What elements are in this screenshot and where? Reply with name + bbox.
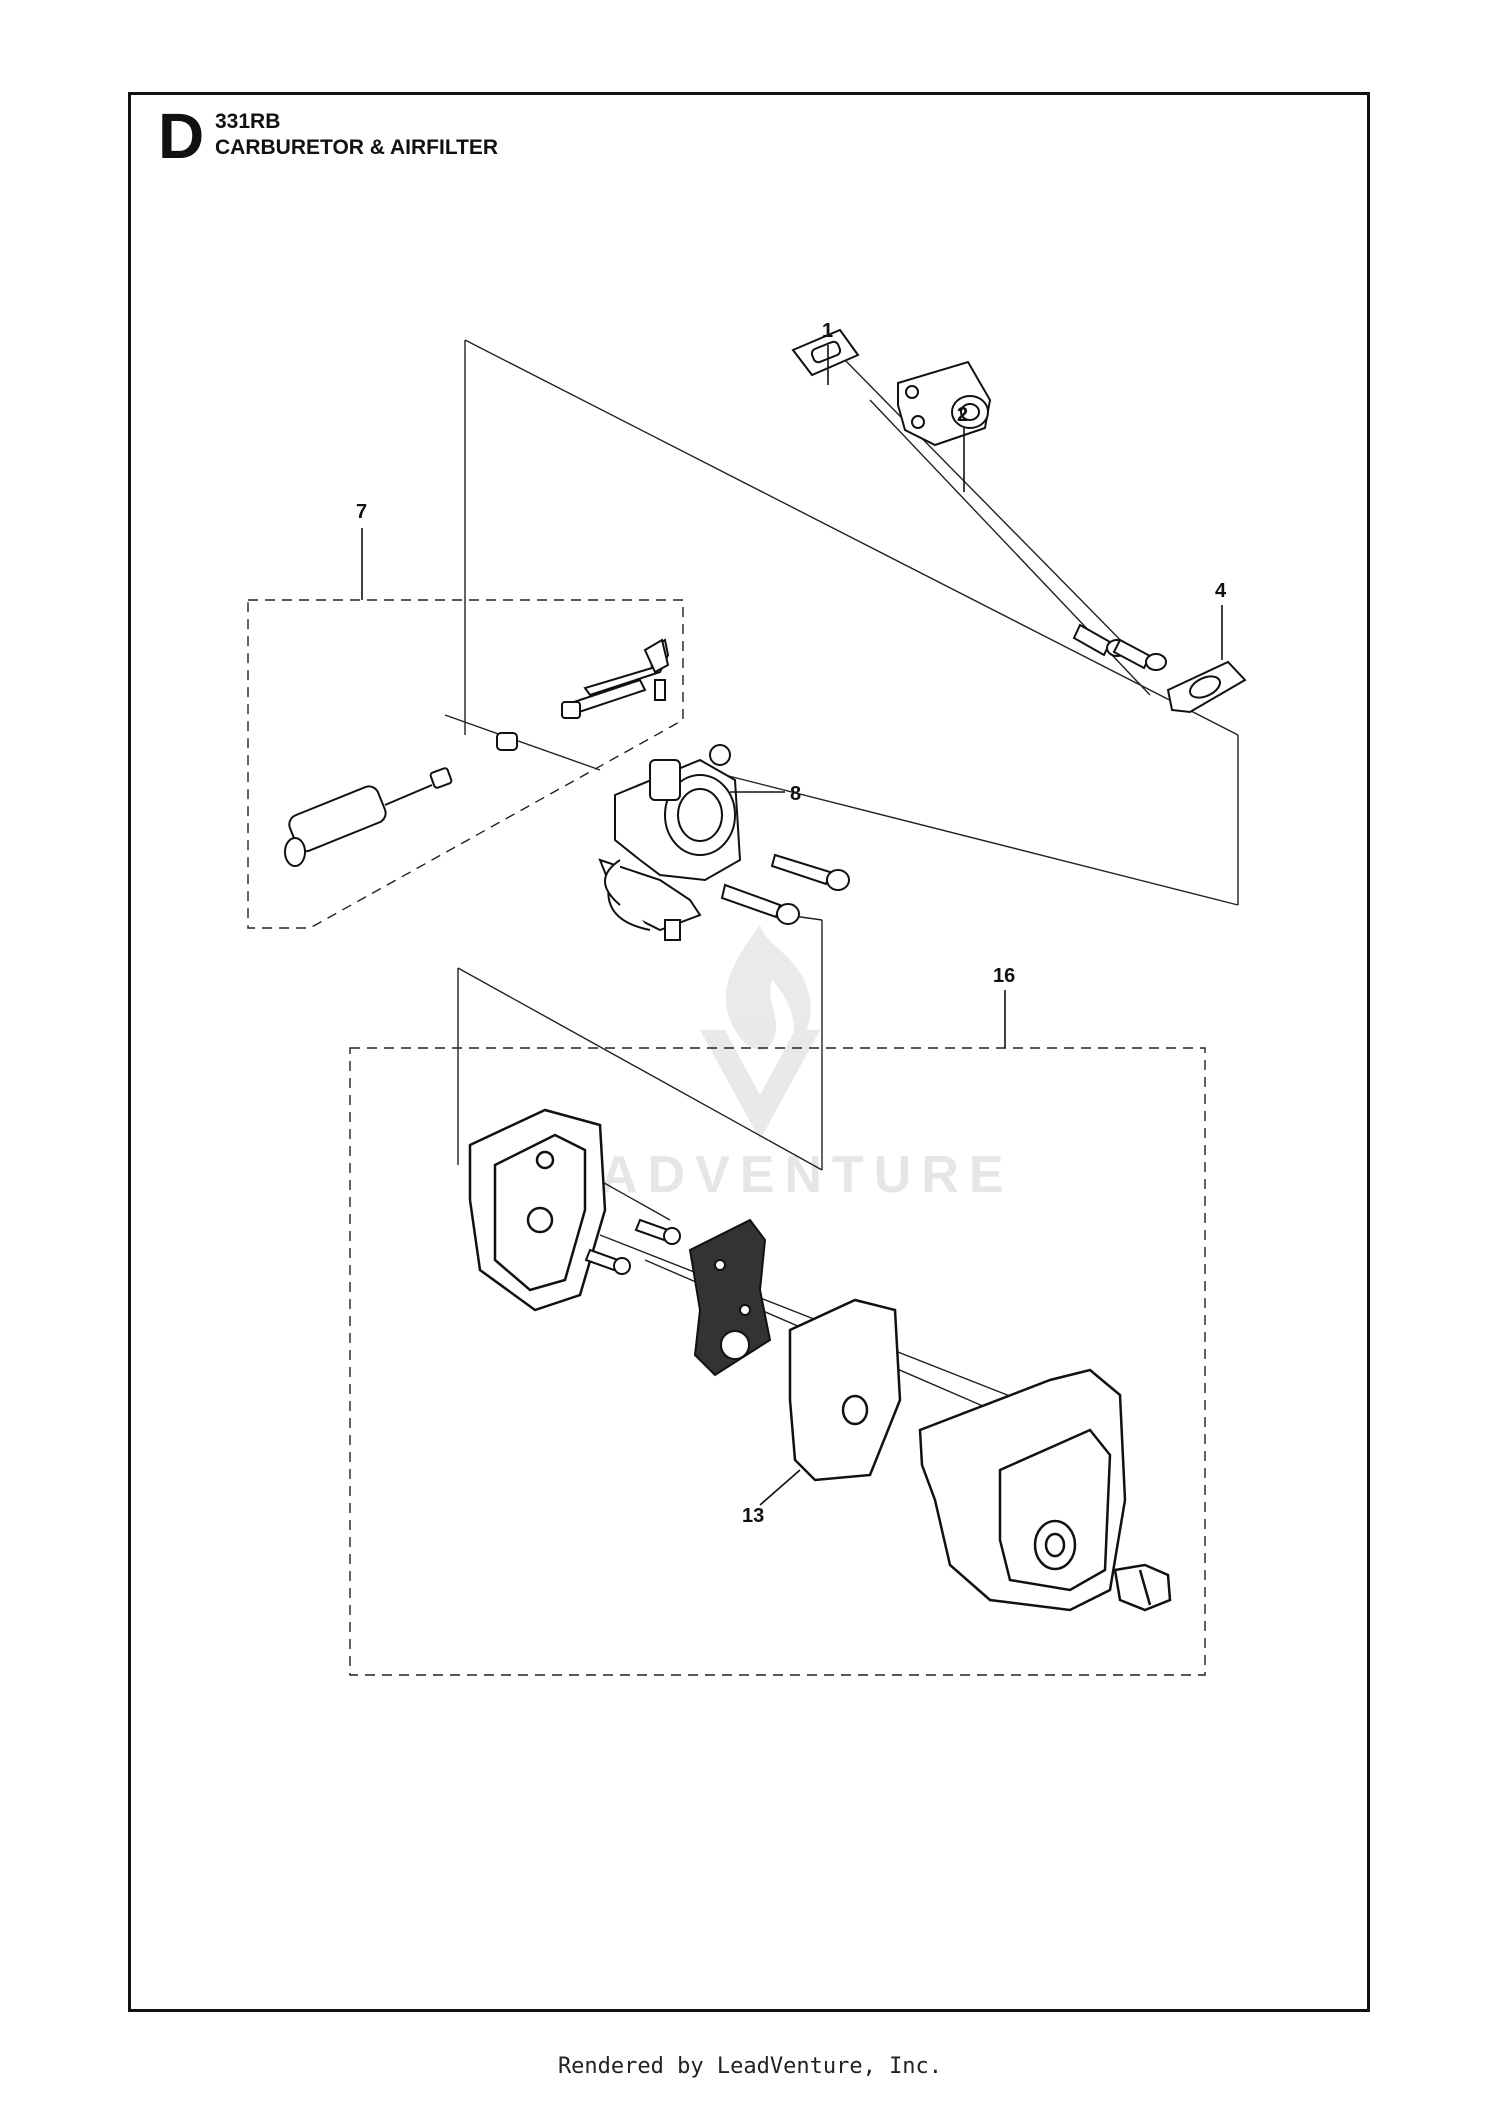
watermark: ADVENTURE [600,925,1014,1204]
diagram-frame [128,92,1370,2012]
watermark-text: ADVENTURE [600,1146,1014,1204]
diagram-title: CARBURETOR & AIRFILTER [215,136,499,159]
render-credit: Rendered by LeadVenture, Inc. [557,2054,943,2079]
kit-box-7 [247,599,684,929]
model-number: 331RB [215,110,281,133]
leader-lines [361,345,1223,1506]
part-8-carburetor [598,744,742,941]
callout-13: 13 [742,1505,764,1527]
callout-8: 8 [790,783,801,805]
part-airfilter-cover [918,1368,1127,1612]
callout-2: 2 [957,404,968,426]
cover-knob [1113,1563,1172,1612]
part-7-throttle-cable [284,638,670,867]
part-2-intake-insulator [897,360,992,447]
section-letter: D [158,100,205,172]
callout-1: 1 [822,320,833,342]
kit-box-16 [349,1047,1206,1676]
flame-watermark-icon [725,925,811,1050]
carburetor-screws [720,853,850,925]
airfilter-base-screws [584,1218,681,1275]
part-bolts-upper [1072,623,1167,671]
callout-16: 16 [993,965,1015,987]
part-airfilter-base [468,1108,607,1312]
part-4-gasket [1166,660,1247,714]
callout-7: 7 [356,501,367,523]
part-filter-screen [688,1218,772,1377]
part-13-filter-element [788,1298,902,1482]
v-watermark-icon [700,1030,820,1140]
part-1-gasket [791,328,860,377]
callout-4: 4 [1215,580,1227,602]
